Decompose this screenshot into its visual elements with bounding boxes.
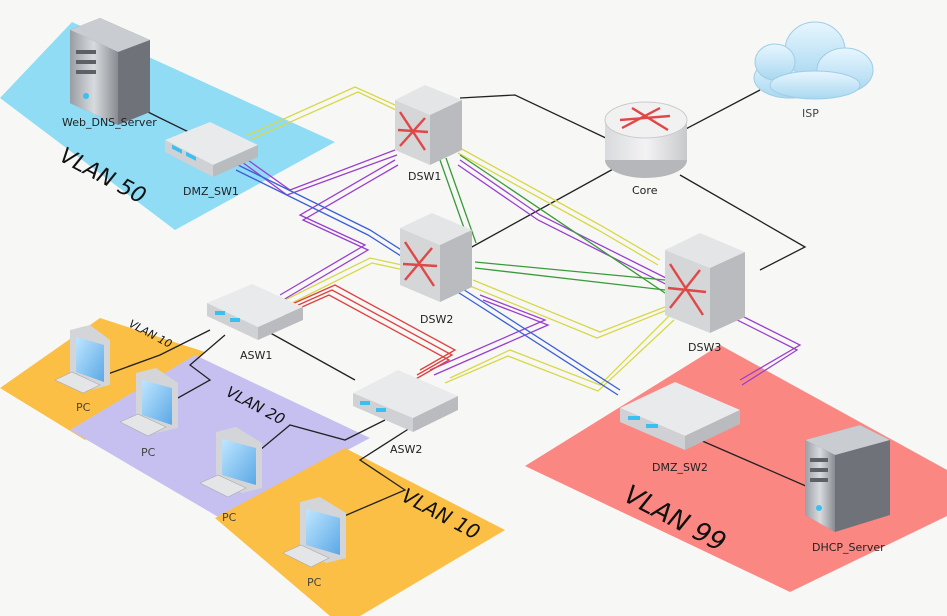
- asw2[interactable]: ASW2: [353, 370, 458, 456]
- link-green-5: [474, 267, 666, 291]
- link-green-2: [445, 157, 477, 244]
- link-core-dsw2: [469, 167, 616, 249]
- link-red-1: [289, 284, 457, 371]
- switch-arrows-icon: [402, 241, 438, 287]
- router-arrows-icon: [619, 106, 671, 132]
- dmz-sw1-label: DMZ_SW1: [183, 185, 239, 198]
- pc-2-label: PC: [141, 446, 156, 459]
- vlan50-zone: [0, 22, 335, 230]
- link-green-3: [459, 154, 669, 296]
- link-purple-8: [433, 299, 550, 376]
- dhcp-server[interactable]: DHCP_Server: [805, 425, 890, 554]
- isp-cloud[interactable]: ISP: [753, 21, 874, 120]
- link-red-3: [283, 294, 451, 381]
- link-yellow-6: [457, 152, 659, 266]
- link-dsw1-core: [459, 94, 611, 141]
- link-asw1-pc2: [159, 334, 226, 409]
- link-yellow-7: [472, 279, 671, 333]
- link-yellow-1: [247, 86, 396, 136]
- link-core-dsw3: [679, 174, 807, 271]
- dmz-sw2-label: DMZ_SW2: [652, 461, 708, 474]
- dmz-sw2[interactable]: DMZ_SW2: [620, 382, 740, 474]
- link-yellow-8: [469, 285, 668, 339]
- pc-4[interactable]: PC: [282, 497, 346, 589]
- dsw3[interactable]: DSW3: [665, 233, 745, 354]
- link-asw2-pc3: [259, 419, 386, 451]
- link-purple-7: [429, 294, 547, 371]
- dsw1[interactable]: DSW1: [395, 85, 462, 183]
- keyboard-icon: [119, 413, 167, 437]
- core-router[interactable]: Core: [604, 101, 688, 197]
- isp-label: ISP: [802, 107, 819, 120]
- link-yellow-3: [284, 257, 403, 301]
- link-red-2: [286, 289, 454, 376]
- asw1-label: ASW1: [240, 349, 272, 362]
- monitor-icon: [142, 380, 172, 425]
- asw1[interactable]: ASW1: [207, 284, 303, 362]
- link-asw2-pc4: [334, 427, 411, 521]
- core-label: Core: [632, 184, 658, 197]
- monitor-icon: [222, 439, 256, 485]
- link-purple-6: [457, 164, 799, 386]
- keyboard-icon: [54, 371, 101, 394]
- web-dns-server-label: Web_DNS_Server: [62, 116, 157, 129]
- link-asw1-asw2: [264, 329, 356, 381]
- dmz-sw1[interactable]: DMZ_SW1: [165, 122, 258, 198]
- link-yellow-5: [459, 147, 661, 261]
- vlan10-big-zone: [215, 448, 505, 616]
- monitor-icon: [306, 509, 340, 555]
- link-yellow-10: [444, 319, 675, 392]
- pc-4-label: PC: [307, 576, 322, 589]
- switch-arrows-icon: [397, 111, 429, 151]
- dsw1-label: DSW1: [408, 170, 441, 183]
- cloud-icon: [753, 21, 874, 100]
- link-asw1-pc1: [104, 329, 211, 376]
- asw2-label: ASW2: [390, 443, 422, 456]
- link-core-isp: [679, 89, 761, 133]
- pc-3[interactable]: PC: [199, 427, 262, 524]
- link-purple-3: [279, 159, 396, 296]
- pc-3-label: PC: [222, 511, 237, 524]
- link-green-4: [474, 261, 666, 281]
- keyboard-icon: [199, 474, 247, 498]
- monitor-icon: [76, 337, 104, 382]
- link-purple-4: [282, 164, 399, 301]
- dhcp-server-label: DHCP_Server: [812, 541, 885, 554]
- dsw3-label: DSW3: [688, 341, 721, 354]
- link-yellow-4: [287, 262, 405, 306]
- keyboard-icon: [282, 544, 330, 568]
- pc-1-label: PC: [76, 401, 91, 414]
- pc-1[interactable]: PC: [54, 325, 110, 414]
- dsw2-label: DSW2: [420, 313, 453, 326]
- link-yellow-2: [251, 91, 397, 140]
- switch-arrows-icon: [667, 263, 707, 316]
- web-dns-server[interactable]: Web_DNS_Server: [62, 18, 157, 129]
- link-yellow-9: [449, 314, 671, 386]
- pc-2[interactable]: PC: [119, 368, 178, 459]
- link-dmzsw2-dhcp: [699, 439, 816, 491]
- dsw2[interactable]: DSW2: [400, 213, 472, 326]
